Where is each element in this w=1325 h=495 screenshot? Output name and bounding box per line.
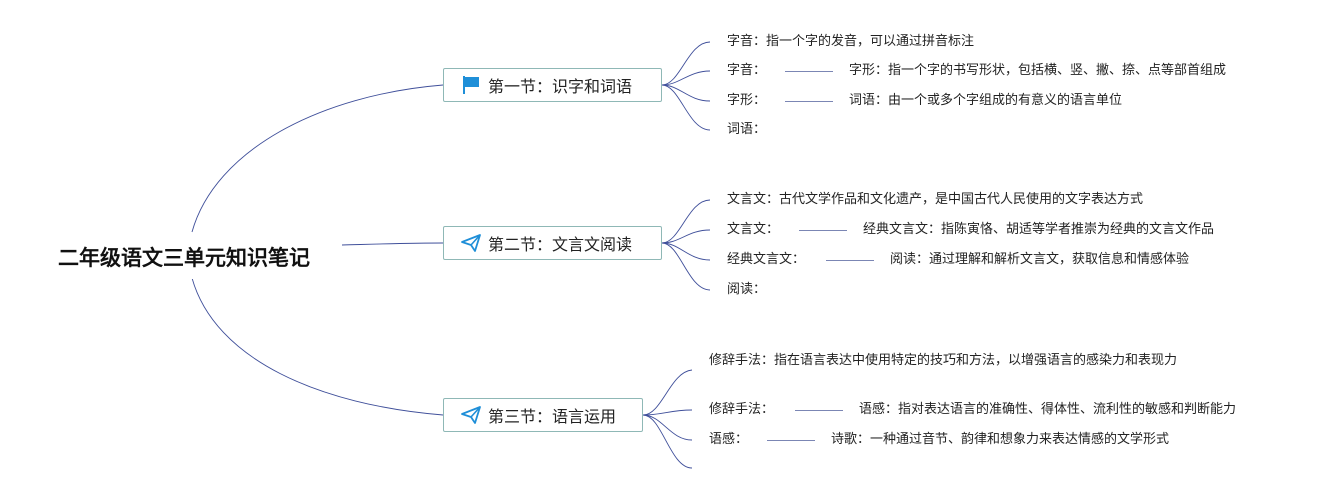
root-to-section-1-line (191, 84, 444, 233)
paper-plane-icon (460, 232, 482, 254)
root-to-section-2-line (341, 242, 444, 246)
section-3-fan-line (642, 409, 693, 416)
connector-dash (785, 71, 833, 72)
connector-dash (826, 260, 874, 261)
connector-dash (795, 410, 843, 411)
section-2-title: 第二节：文言文阅读 (488, 235, 633, 254)
section-3-fan-line (642, 414, 693, 441)
paper-plane-icon (460, 404, 482, 426)
flag-icon (460, 74, 482, 96)
connector-dash (785, 101, 833, 102)
section-1-title: 第一节：识字和词语 (488, 77, 633, 96)
list-item[interactable]: 修辞手法： (709, 402, 775, 417)
list-item[interactable]: 阅读： (727, 282, 767, 297)
root-title: 二年级语文三单元知识笔记 (58, 246, 310, 270)
connector-dash (799, 230, 847, 231)
section-3-fan-line (642, 414, 693, 469)
section-3-fan-line (642, 369, 693, 416)
list-item-detail[interactable]: 词语：由一个或多个字组成的有意义的语言单位 (849, 93, 1123, 108)
list-item[interactable]: 修辞手法：指在语言表达中使用特定的技巧和方法，以增强语言的感染力和表现力 (709, 353, 1178, 368)
list-item[interactable]: 字音： (727, 63, 767, 78)
section-3-title: 第三节：语言运用 (488, 407, 617, 426)
list-item[interactable]: 语感： (709, 432, 749, 447)
list-item-detail[interactable]: 阅读：通过理解和解析文言文，获取信息和情感体验 (890, 252, 1190, 267)
section-1-fan-line (661, 84, 711, 131)
section-1-fan-line (661, 70, 711, 86)
list-item[interactable]: 文言文：古代文学作品和文化遗产，是中国古代人民使用的文字表达方式 (727, 192, 1144, 207)
list-item-detail[interactable]: 字形：指一个字的书写形状，包括横、竖、撇、捺、点等部首组成 (849, 63, 1227, 78)
root-topic[interactable]: 二年级语文三单元知识笔记 (26, 235, 342, 279)
section-2-fan-line (661, 199, 711, 244)
list-item[interactable]: 字形： (727, 93, 767, 108)
connector-dash (767, 440, 815, 441)
list-item[interactable]: 经典文言文： (727, 252, 806, 267)
list-item[interactable]: 字音：指一个字的发音，可以通过拼音标注 (727, 34, 975, 49)
list-item[interactable]: 文言文： (727, 222, 780, 237)
list-item-detail[interactable]: 语感：指对表达语言的准确性、得体性、流利性的敏感和判断能力 (859, 402, 1237, 417)
section-2-node[interactable]: 第二节：文言文阅读 (443, 226, 662, 260)
section-2-fan-line (661, 229, 711, 244)
section-1-node[interactable]: 第一节：识字和词语 (443, 68, 662, 102)
list-item-detail[interactable]: 诗歌：一种通过音节、韵律和想象力来表达情感的文学形式 (831, 432, 1170, 447)
section-1-fan-line (661, 41, 711, 86)
list-item-detail[interactable]: 经典文言文：指陈寅恪、胡适等学者推崇为经典的文言文作品 (863, 222, 1215, 237)
list-item[interactable]: 词语： (727, 122, 767, 137)
section-2-fan-line (661, 242, 711, 291)
section-3-node[interactable]: 第三节：语言运用 (443, 398, 643, 432)
root-to-section-3-line (191, 277, 444, 416)
